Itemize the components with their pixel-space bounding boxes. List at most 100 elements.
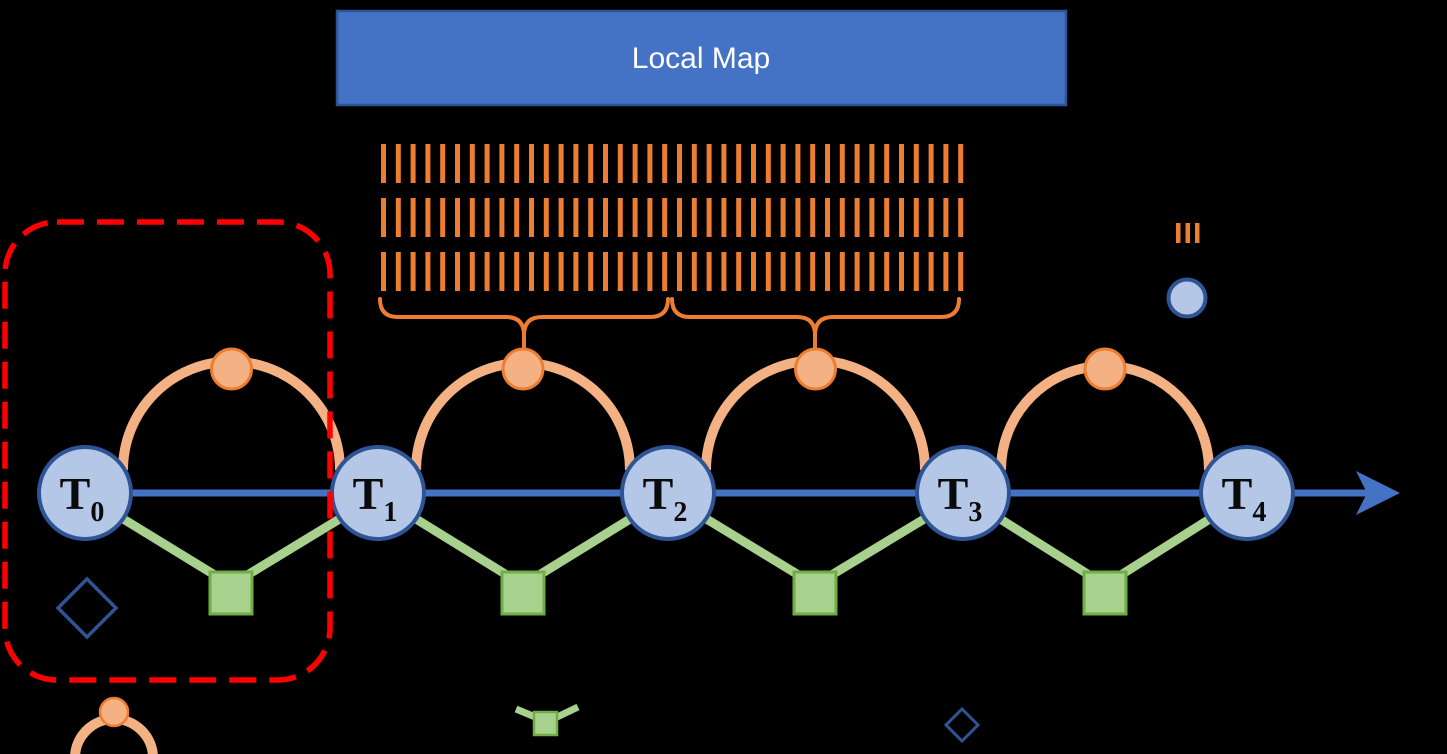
legend-landmark-circle [98,696,130,728]
scan-tick [884,252,890,291]
timeline-node-t4: T4 [1199,445,1295,541]
scan-tick [765,198,771,237]
landmark-circles [210,347,1127,391]
ground-square [500,570,546,616]
scan-tick [913,144,919,183]
scan-tick [543,252,549,291]
mini-scan-tick [1176,223,1181,243]
scan-tick [899,144,904,183]
brace-left [378,297,670,336]
scan-tick [499,198,505,237]
landmark-circle [210,347,253,391]
scan-tick [499,252,505,291]
scan-tick [825,144,830,183]
scan-tick [529,144,534,183]
scan-tick [721,198,727,237]
mini-scan-tick [1185,223,1190,243]
scan-tick [691,198,697,237]
timeline-node-t1: T1 [330,445,426,541]
scan-tick [455,144,460,183]
scan-tick [617,144,623,183]
scan-tick [455,198,460,237]
scan-tick [765,144,771,183]
scan-tick [899,198,904,237]
scan-tick [943,198,949,237]
scan-tick [558,252,564,291]
node-circle [37,445,133,541]
scan-tick [825,198,830,237]
scan-tick [913,252,919,291]
scan-tick [573,144,579,183]
landmark-circle [501,347,545,391]
node-label-sub: 2 [673,497,687,528]
scan-tick [958,144,964,183]
node-circle [915,445,1011,541]
scan-tick [677,252,682,291]
scan-tick [381,198,386,237]
banner-box [335,9,1068,107]
scan-tick [529,252,534,291]
scan-tick [603,252,608,291]
scan-tick [706,198,712,237]
scan-group-braces [378,297,961,354]
scan-tick [943,252,949,291]
scan-tick [780,198,786,237]
scan-tick [381,252,386,291]
timeline-node-t3: T3 [915,445,1011,541]
scan-tick [839,144,845,183]
scan-tick [632,144,638,183]
scan-tick [928,252,934,291]
scan-tick [706,252,712,291]
legend-row [70,696,981,754]
scan-tick [706,144,712,183]
node-circle [620,445,716,541]
scan-tick [810,144,816,183]
scan-tick [573,198,579,237]
node-label: T0 [60,468,105,528]
scan-tick [588,144,594,183]
scan-tick [780,252,786,291]
scan-tick [691,144,697,183]
banner-label: Local Map [632,42,770,75]
scan-tick [810,198,816,237]
scan-tick [736,198,742,237]
scan-tick [795,252,801,291]
scan-tick [529,198,534,237]
scan-tick [751,144,756,183]
scan-tick [558,144,564,183]
scan-tick [884,144,890,183]
scan-tick [632,198,638,237]
node-label: T3 [938,468,983,528]
scan-tick [662,144,668,183]
scan-tick [588,198,594,237]
brace-right [670,297,961,336]
scan-tick [647,198,653,237]
legend-arc-landmark-icon [70,696,158,754]
scan-tick [721,252,727,291]
mini-scan-ticks-icon [1176,223,1200,243]
legend-v-square-icon [514,703,580,737]
scan-tick [514,252,520,291]
scan-tick [499,144,505,183]
scan-tick [869,252,875,291]
scan-tick [425,198,431,237]
node-label-sub: 4 [1252,497,1266,528]
node-label: T2 [643,468,688,528]
scan-tick [913,198,919,237]
scan-tick [869,144,875,183]
scan-tick [854,252,860,291]
legend-square [532,710,559,737]
scan-tick [425,252,431,291]
scan-tick [721,144,727,183]
scan-tick [440,252,446,291]
landmark-circle [794,347,837,391]
scan-tick [780,144,786,183]
scan-tick [617,198,623,237]
scan-tick [795,198,801,237]
scan-tick [899,252,904,291]
scan-tick [469,198,475,237]
node-label-main: T [353,468,384,519]
scan-tick [854,198,860,237]
